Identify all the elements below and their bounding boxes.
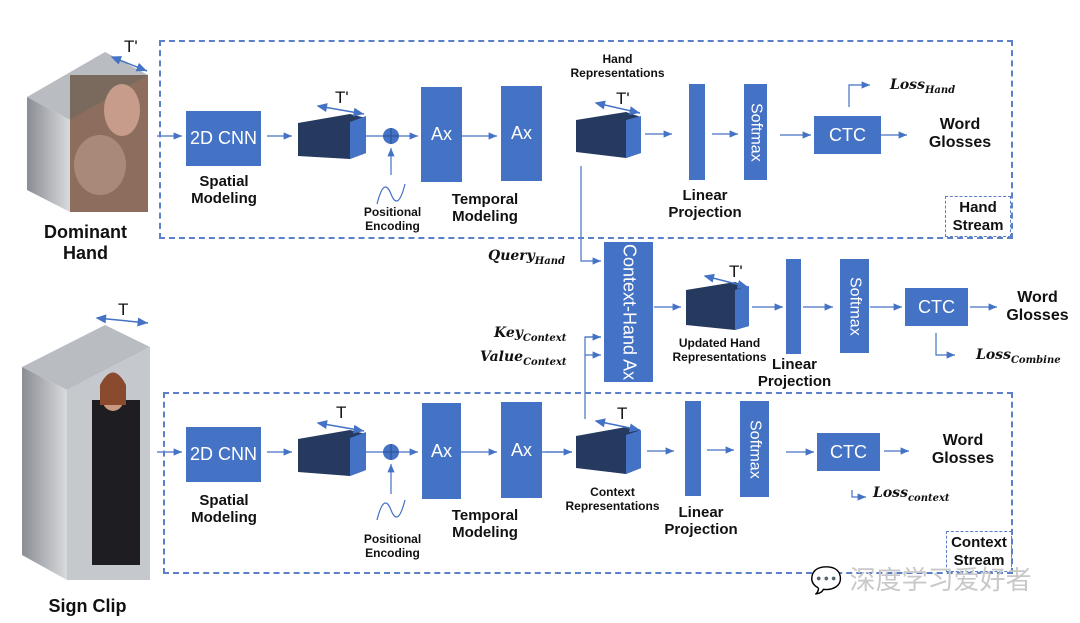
dominant-hand-label: Dominant Hand [44,222,127,263]
dim-label: T' [729,262,743,281]
hand-feature-cube [298,103,366,159]
key-subscript: Context [522,332,567,344]
value-subscript: Context [523,356,567,368]
dominant-hand-clip [27,52,148,212]
context-stream-box [163,392,1013,574]
hand-linear-block [689,84,705,180]
hand-stream-label: Hand Stream [945,196,1011,237]
watermark-text: 深度学习爱好者 [849,565,1032,595]
loss-text: Loss [890,77,925,93]
dim-label: T' [616,89,630,108]
hand-cnn-block: 2D CNN [186,111,261,166]
query-subscript: Hand [534,255,565,267]
loss-subscript: context [907,492,950,504]
hand-ax-block-2: Ax [501,86,542,181]
context-loss-label: Losscontext [873,485,950,504]
context-linear-block [685,401,701,496]
watermark: 💬 深度学习爱好者 [810,560,1032,597]
hand-softmax-block: Softmax [744,84,767,180]
fusion-linear-projection-label: Linear Projection [757,356,832,391]
context-representation-cube [576,418,641,474]
context-softmax-block: Softmax [740,401,769,497]
key-label: KeyContext [494,325,566,344]
value-text: Value [480,349,524,365]
hand-representations-label: Hand Representations [570,52,665,80]
fusion-softmax-block: Softmax [840,259,869,353]
dim-label: T [118,300,129,319]
loss-text: Loss [873,485,908,501]
hand-word-glosses-label: Word Glosses [928,116,992,152]
context-ax-block-1: Ax [422,403,461,499]
temporal-modeling-label: Temporal Modeling [451,507,519,542]
combine-loss-label: LossCombine [976,347,1061,366]
positional-encoding-label: Positional Encoding [363,205,422,233]
context-hand-attention-block: Context-Hand Ax [604,242,653,382]
temporal-modeling-label: Temporal Modeling [451,191,519,226]
wechat-icon: 💬 [810,565,843,595]
sign-clip [22,325,150,580]
spatial-modeling-label: Spatial Modeling [191,173,257,208]
hand-representation-cube [576,100,641,158]
context-feature-cube [298,420,366,476]
updated-hand-cube [686,273,749,330]
hand-ax-block-1: Ax [421,87,462,182]
key-text: Key [494,325,523,341]
fusion-ctc-block: CTC [905,288,968,326]
dim-label: T [617,404,628,423]
context-ctc-block: CTC [817,433,880,471]
context-cnn-block: 2D CNN [186,427,261,482]
spatial-modeling-label: Spatial Modeling [191,492,257,527]
hand-stream-box [159,40,1013,239]
value-label: ValueContext [480,349,567,368]
updated-hand-representations-label: Updated Hand Representations [672,336,767,364]
query-text: Query [488,248,535,264]
dim-label: T' [335,88,349,107]
query-label: QueryHand [488,248,565,267]
loss-subscript: Hand [924,84,956,96]
context-stream-label: Context Stream [946,531,1012,572]
loss-text: Loss [976,347,1011,363]
dim-label: T' [124,37,138,56]
loss-subscript: Combine [1010,354,1061,366]
positional-encoding-label: Positional Encoding [363,532,422,560]
context-word-glosses-label: Word Glosses [931,432,995,468]
linear-projection-label: Linear Projection [668,187,742,222]
hand-ctc-block: CTC [814,116,881,154]
hand-loss-label: LossHand [890,77,955,96]
fusion-linear-block [786,259,801,354]
sign-clip-label: Sign Clip [48,596,127,616]
dim-label: T [336,403,347,422]
context-ax-block-2: Ax [501,402,542,498]
sine-wave-icon [376,499,406,521]
context-representations-label: Context Representations [565,485,660,513]
sine-wave-icon [376,183,406,205]
linear-projection-label: Linear Projection [664,504,738,539]
fusion-word-glosses-label: Word Glosses [1006,289,1069,325]
